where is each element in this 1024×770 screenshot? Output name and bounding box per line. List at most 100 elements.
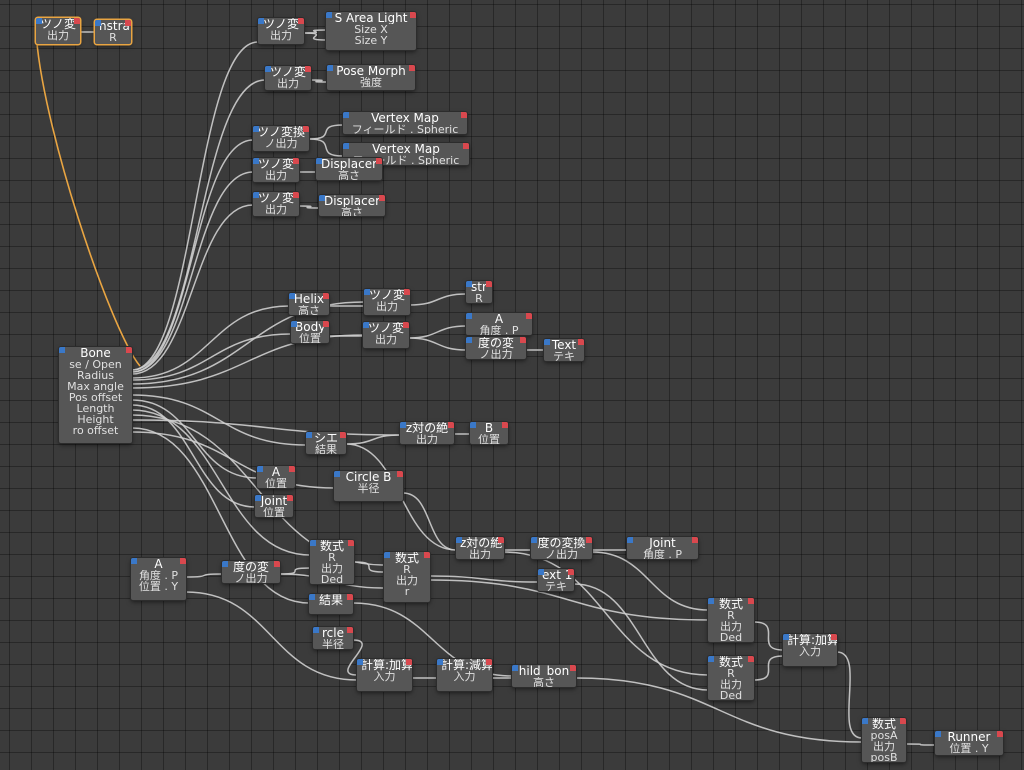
- wire[interactable]: [303, 29, 327, 34]
- wire[interactable]: [429, 575, 539, 583]
- node-port-label[interactable]: 結果: [315, 444, 337, 454]
- input-port[interactable]: [257, 466, 263, 472]
- node-port-label[interactable]: ノ出力: [545, 549, 578, 559]
- input-port[interactable]: [319, 195, 325, 201]
- node-b1[interactable]: ツノ変出力: [258, 18, 304, 44]
- node-port-label[interactable]: 半径: [322, 639, 344, 649]
- output-port[interactable]: [568, 569, 574, 575]
- output-port[interactable]: [323, 293, 329, 299]
- node-g1[interactable]: ツノ変出力: [364, 289, 410, 315]
- node-port-label[interactable]: 入力: [373, 671, 396, 682]
- node-port-label[interactable]: [309, 606, 353, 614]
- input-port[interactable]: [862, 718, 868, 724]
- selected-wire[interactable]: [35, 29, 141, 367]
- input-port[interactable]: [531, 537, 537, 543]
- wire[interactable]: [131, 431, 335, 489]
- output-port[interactable]: [323, 321, 329, 327]
- input-port[interactable]: [935, 731, 941, 737]
- input-port[interactable]: [291, 321, 297, 327]
- input-port[interactable]: [258, 18, 264, 24]
- output-port[interactable]: [376, 158, 382, 164]
- wire[interactable]: [402, 492, 457, 551]
- input-port[interactable]: [313, 627, 319, 633]
- wire[interactable]: [298, 205, 320, 209]
- wire[interactable]: [131, 204, 254, 375]
- output-port[interactable]: [347, 594, 353, 600]
- input-port[interactable]: [289, 293, 295, 299]
- output-port[interactable]: [409, 65, 415, 71]
- output-port[interactable]: [570, 665, 576, 671]
- node-port-label[interactable]: 出力: [873, 741, 895, 752]
- node-port-label[interactable]: ノ出力: [264, 138, 298, 149]
- wire[interactable]: [503, 551, 709, 676]
- output-port[interactable]: [578, 339, 584, 345]
- node-port-label[interactable]: posB: [870, 752, 898, 762]
- node-port-label[interactable]: 位置: [263, 507, 285, 517]
- node-port-label[interactable]: Ded: [719, 632, 743, 642]
- output-port[interactable]: [520, 337, 526, 343]
- node-port-label[interactable]: 位置: [478, 434, 500, 444]
- wire[interactable]: [131, 139, 254, 373]
- input-port[interactable]: [309, 594, 315, 600]
- node-port-label[interactable]: 出力: [277, 78, 299, 89]
- input-port[interactable]: [364, 289, 370, 295]
- output-port[interactable]: [831, 634, 837, 640]
- output-port[interactable]: [180, 558, 186, 564]
- input-port[interactable]: [255, 495, 261, 501]
- input-port[interactable]: [783, 634, 789, 640]
- input-port[interactable]: [59, 347, 65, 353]
- output-port[interactable]: [347, 627, 353, 633]
- node-port-label[interactable]: r: [404, 586, 410, 597]
- input-port[interactable]: [384, 552, 390, 558]
- node-port-label[interactable]: Size Y: [354, 35, 388, 46]
- wire[interactable]: [131, 171, 254, 373]
- input-port[interactable]: [343, 112, 349, 118]
- output-port[interactable]: [379, 195, 385, 201]
- node-port-label[interactable]: Ded: [719, 690, 743, 700]
- output-port[interactable]: [410, 12, 416, 18]
- output-port[interactable]: [126, 347, 132, 353]
- output-port[interactable]: [997, 731, 1003, 737]
- input-port[interactable]: [36, 18, 42, 24]
- output-port[interactable]: [303, 126, 309, 132]
- input-port[interactable]: [538, 569, 544, 575]
- input-port[interactable]: [456, 537, 462, 543]
- node-port-label[interactable]: 出力: [270, 30, 292, 41]
- node-port-label[interactable]: 強度: [360, 77, 382, 88]
- wire[interactable]: [303, 32, 327, 41]
- output-port[interactable]: [340, 432, 346, 438]
- input-port[interactable]: [343, 143, 349, 149]
- node-e1[interactable]: ツノ変出力: [253, 158, 299, 182]
- output-port[interactable]: [125, 20, 131, 26]
- input-port[interactable]: [512, 665, 518, 671]
- node-port-label[interactable]: Max angle: [67, 381, 124, 392]
- wire[interactable]: [131, 79, 266, 371]
- input-port[interactable]: [363, 322, 369, 328]
- node-port-label[interactable]: posA: [870, 730, 898, 741]
- node-n1[interactable]: 計算:加算入力: [357, 659, 412, 691]
- input-port[interactable]: [357, 659, 363, 665]
- node-port-label[interactable]: R: [328, 552, 336, 563]
- output-port[interactable]: [502, 422, 508, 428]
- node-l2[interactable]: 度の変ノ出力: [222, 561, 280, 583]
- node-port-label[interactable]: Height: [77, 414, 114, 425]
- node-port-label[interactable]: Pos offset: [68, 392, 123, 403]
- output-port[interactable]: [397, 471, 403, 477]
- node-i1[interactable]: シエ結果: [306, 432, 346, 454]
- node-port-label[interactable]: Ded: [320, 574, 344, 584]
- node-port-label[interactable]: 出力: [720, 621, 742, 632]
- input-port[interactable]: [708, 656, 714, 662]
- output-port[interactable]: [298, 18, 304, 24]
- node-port-label[interactable]: 出力: [376, 301, 398, 312]
- output-port[interactable]: [463, 143, 469, 149]
- node-h3[interactable]: 度の変ノ出力: [466, 337, 526, 359]
- node-port-label[interactable]: R: [727, 610, 735, 621]
- node-port-label[interactable]: se / Open: [69, 359, 122, 370]
- wire[interactable]: [905, 743, 936, 746]
